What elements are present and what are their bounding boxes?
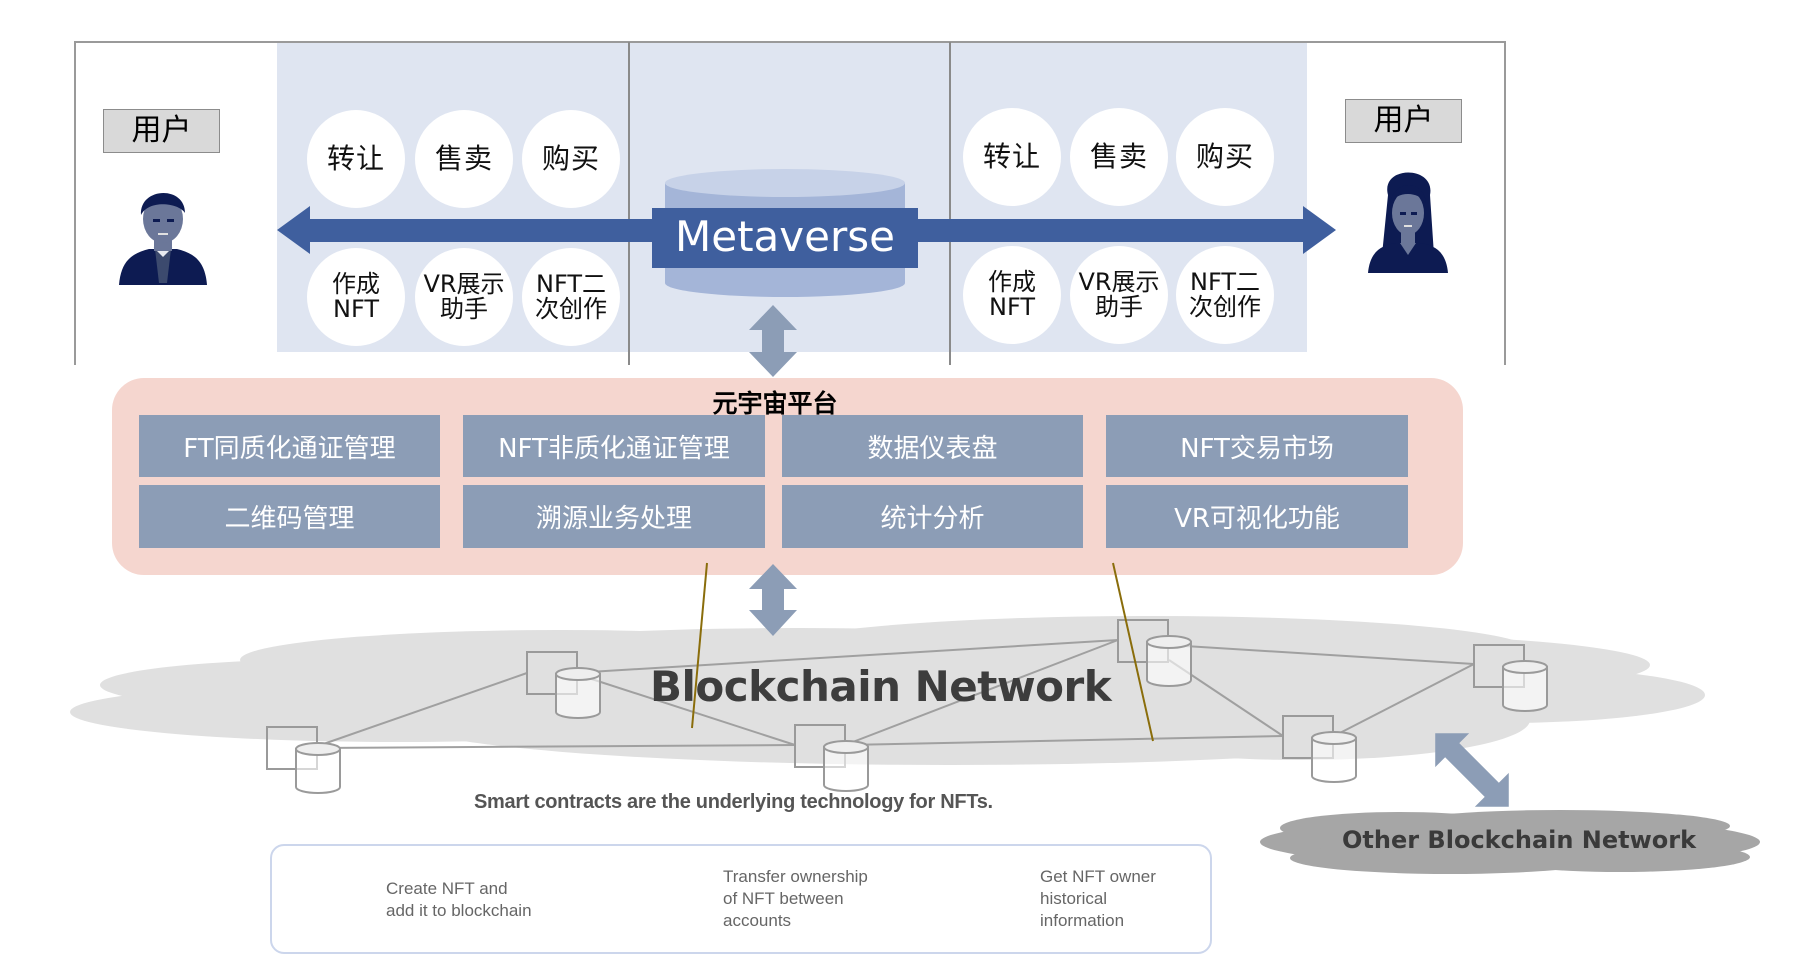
action-bubble[interactable]: 售卖 (1070, 108, 1168, 206)
female-user-icon (1368, 172, 1448, 273)
metaverse-platform-connector (749, 305, 797, 377)
database-icon (823, 746, 869, 792)
blockchain-cloud (70, 616, 1705, 765)
action-bubble[interactable]: 作成 NFT (307, 248, 405, 346)
database-icon (1311, 737, 1357, 783)
action-bubble[interactable]: VR展示 助手 (1070, 246, 1168, 344)
left-user-label: 用户 (103, 109, 220, 153)
module-nft-market[interactable]: NFT交易市场 (1106, 415, 1408, 477)
action-bubble[interactable]: VR展示 助手 (415, 248, 513, 346)
action-bubble[interactable]: 作成 NFT (963, 246, 1061, 344)
database-top (555, 667, 601, 681)
action-bubble[interactable]: 售卖 (415, 110, 513, 208)
interchain-arrow (1435, 733, 1509, 807)
database-top (1146, 635, 1192, 649)
module-statistics[interactable]: 统计分析 (782, 485, 1083, 548)
feature-create-text: Create NFT and add it to blockchain (386, 879, 532, 920)
platform-title: 元宇宙平台 (712, 389, 838, 418)
blockchain-node (794, 724, 869, 792)
action-bubble[interactable]: 购买 (522, 110, 620, 208)
trace-line-right (1112, 562, 1154, 742)
module-data-dashboard[interactable]: 数据仪表盘 (782, 415, 1083, 477)
other-blockchain-cloud (1260, 810, 1760, 874)
smart-contract-caption: Smart contracts are the underlying techn… (474, 791, 993, 813)
trace-line-left (691, 562, 708, 729)
module-qr-management[interactable]: 二维码管理 (139, 485, 440, 548)
blockchain-node (526, 651, 601, 719)
module-vr-visualization[interactable]: VR可视化功能 (1106, 485, 1408, 548)
right-user-label: 用户 (1345, 99, 1462, 143)
blockchain-node (266, 726, 341, 794)
action-bubble[interactable]: NFT二 次创作 (522, 248, 620, 346)
database-icon (1502, 666, 1548, 712)
platform-blockchain-connector (749, 564, 797, 636)
outer-frame (74, 41, 1506, 365)
feature-transfer-text: Transfer ownership of NFT between accoun… (723, 867, 868, 930)
blockchain-title: Blockchain Network (650, 662, 1112, 711)
action-bubble[interactable]: 购买 (1176, 108, 1274, 206)
module-nft-management[interactable]: NFT非质化通证管理 (463, 415, 765, 477)
blockchain-node (1282, 715, 1357, 783)
database-top (1502, 660, 1548, 674)
database-icon (295, 748, 341, 794)
exchange-arrow (277, 206, 1336, 268)
database-top (823, 740, 869, 754)
database-icon (1146, 641, 1192, 687)
database-icon (555, 673, 601, 719)
action-bubble[interactable]: 转让 (963, 108, 1061, 206)
database-top (295, 742, 341, 756)
module-traceability[interactable]: 溯源业务处理 (463, 485, 765, 548)
network-nodes (266, 619, 1548, 794)
blockchain-node (1117, 619, 1192, 687)
feature-history-text: Get NFT owner historical information (1040, 867, 1156, 930)
module-ft-management[interactable]: FT同质化通证管理 (139, 415, 440, 477)
action-bubble[interactable]: NFT二 次创作 (1176, 246, 1274, 344)
feature-panel (270, 844, 1212, 954)
blockchain-node (1473, 644, 1548, 712)
metaverse-label: Metaverse (675, 212, 895, 261)
action-bubble[interactable]: 转让 (307, 110, 405, 208)
database-top (1311, 731, 1357, 745)
other-blockchain-label: Other Blockchain Network (1342, 826, 1697, 854)
male-user-icon (119, 192, 207, 285)
